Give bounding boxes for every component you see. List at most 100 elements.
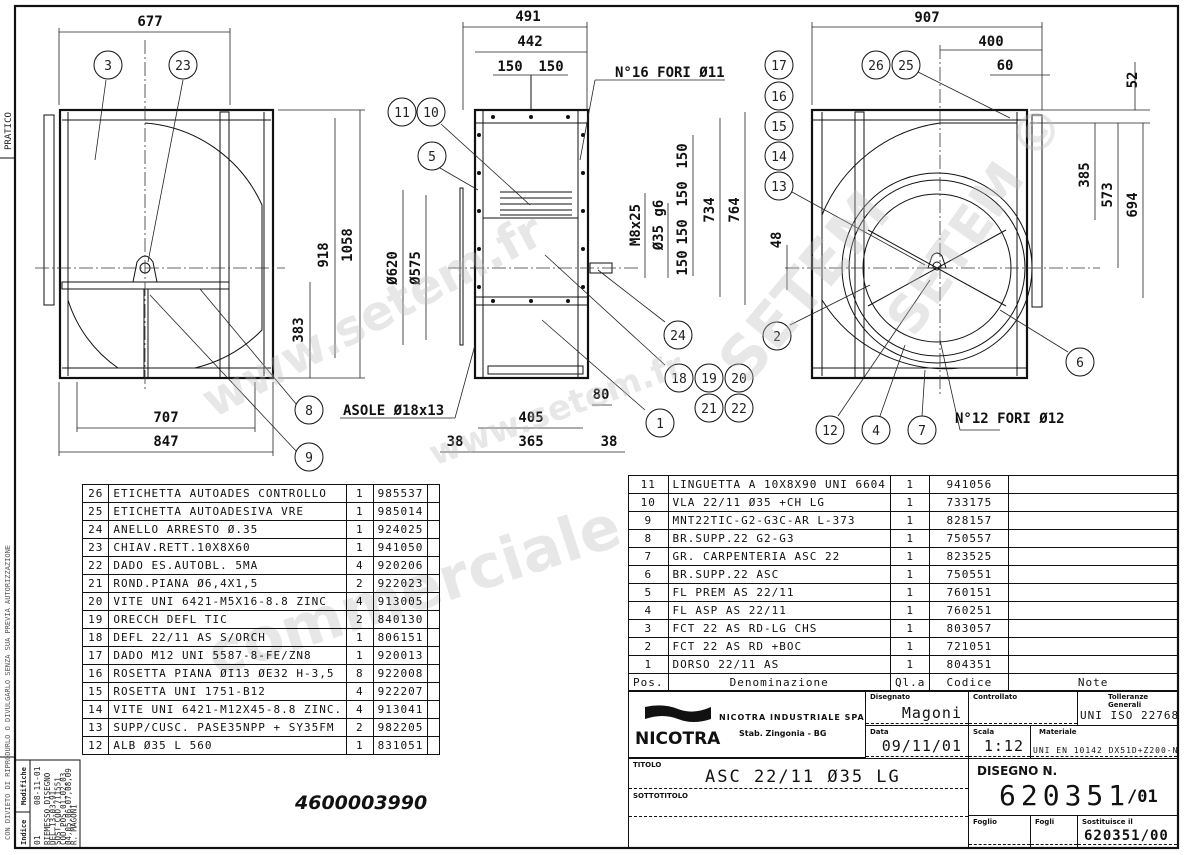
balloon-number: 23 xyxy=(175,59,191,74)
part-note xyxy=(427,556,440,575)
balloon-number: 9 xyxy=(305,451,313,466)
drawing-note: ASOLE Ø18x13 xyxy=(343,403,444,419)
part-quantity: 1 xyxy=(889,619,931,638)
dimension-label: 847 xyxy=(153,434,178,450)
revision-block: Indice Modifiche 01 08-11-01 RIEMESSO DI… xyxy=(14,759,81,849)
part-position: 18 xyxy=(81,628,110,647)
part-note xyxy=(1008,601,1178,620)
part-note xyxy=(1008,475,1178,494)
part-note xyxy=(427,700,440,719)
revision-note-line: SOST COD 711551 xyxy=(54,777,63,845)
part-position: 22 xyxy=(81,556,110,575)
part-position: 21 xyxy=(81,574,110,593)
balloon-number: 12 xyxy=(822,424,838,439)
tolerance: UNI ISO 22768/c xyxy=(1080,709,1178,722)
dimension-label: 150 xyxy=(497,59,522,75)
part-quantity: 4 xyxy=(346,556,374,575)
part-balloon: 1 xyxy=(645,408,675,438)
dimension-label: 365 xyxy=(518,434,543,450)
part-position: 19 xyxy=(81,610,110,629)
part-name: VITE UNI 6421-M5X16-8.8 ZINC xyxy=(108,592,348,611)
watermark-text: www.setem.fr xyxy=(193,202,553,429)
part-note xyxy=(1008,655,1178,674)
part-code: 828157 xyxy=(929,511,1010,530)
material: UNI EN 10142 DX51D+Z200-N-A-C-O xyxy=(1033,746,1178,755)
revision-date: 08-11-01 xyxy=(33,766,42,805)
part-note xyxy=(1008,529,1178,548)
part-name: ROND.PIANA Ø6,4X1,5 xyxy=(108,574,348,593)
part-code: 831051 xyxy=(372,736,429,755)
part-quantity: 2 xyxy=(346,718,374,737)
dimension-label: 918 xyxy=(316,242,332,267)
watermark-text: www.setem.fr xyxy=(424,345,689,474)
part-quantity: 4 xyxy=(346,700,374,719)
part-name: VLA 22/11 Ø35 +CH LG xyxy=(667,493,891,512)
part-name: ROSETTA UNI 1751-B12 xyxy=(108,682,348,701)
part-note xyxy=(1008,619,1178,638)
header-code: Codice xyxy=(929,673,1010,692)
part-position: 9 xyxy=(628,511,669,530)
header-note: Note xyxy=(1008,673,1178,692)
part-balloon: 12 xyxy=(815,415,845,445)
side-view-left xyxy=(35,28,365,456)
dimension-label: 60 xyxy=(997,58,1014,74)
dimension-label: 491 xyxy=(515,9,540,25)
part-quantity: 4 xyxy=(346,592,374,611)
part-quantity: 1 xyxy=(889,493,931,512)
checked-label: Controllato xyxy=(973,693,1018,701)
revision-note-line: R. MAGONI xyxy=(70,804,79,845)
balloon-number: 25 xyxy=(898,59,914,74)
revision-note-line: DEL 13-03-91 xyxy=(48,791,57,845)
part-note xyxy=(1008,637,1178,656)
part-position: 11 xyxy=(628,475,669,494)
part-note xyxy=(1008,583,1178,602)
dimension-label: 150 xyxy=(675,143,691,168)
part-name: VITE UNI 6421-M12X45-8.8 ZINC. xyxy=(108,700,348,719)
sheet-label: Foglio xyxy=(973,818,997,826)
part-name: ROSETTA PIANA ØI13 ØE32 H-3,5 xyxy=(108,664,348,683)
date-label: Data xyxy=(870,728,889,736)
drawn-by: Magoni xyxy=(901,704,962,722)
part-position: 16 xyxy=(81,664,110,683)
drawing-revision: /01 xyxy=(1127,787,1158,807)
part-position: 26 xyxy=(81,484,110,503)
date: 09/11/01 xyxy=(881,737,962,755)
balloon-number: 8 xyxy=(305,404,313,419)
part-position: 1 xyxy=(628,655,669,674)
part-quantity: 1 xyxy=(889,583,931,602)
drawing-note: N°12 FORI Ø12 xyxy=(955,411,1065,427)
revision-note-line: RIEMESSO DISEGNO xyxy=(43,772,52,845)
part-code: 920206 xyxy=(372,556,429,575)
part-balloon: 2 xyxy=(762,321,792,351)
dimension-label: Ø620 xyxy=(385,251,401,286)
part-balloon: 26 xyxy=(861,50,891,80)
part-position: 20 xyxy=(81,592,110,611)
part-balloon: 3 xyxy=(93,50,123,80)
part-code: 985014 xyxy=(372,502,429,521)
part-name: FCT 22 AS RD +BOC xyxy=(667,637,891,656)
part-balloon: 23 xyxy=(168,50,198,80)
part-note xyxy=(427,484,440,503)
revision-index-label: Indice xyxy=(20,820,28,845)
drawing-number: 620351 xyxy=(999,779,1131,812)
part-position: 6 xyxy=(628,565,669,584)
dimension-label: Ø575 xyxy=(408,251,424,286)
part-name: DADO ES.AUTOBL. 5MA xyxy=(108,556,348,575)
part-code: 733175 xyxy=(929,493,1010,512)
part-quantity: 1 xyxy=(346,628,374,647)
balloon-number: 17 xyxy=(771,59,787,74)
dimension-label: 677 xyxy=(137,14,162,30)
part-balloon: 4 xyxy=(861,415,891,445)
dimension-label: 734 xyxy=(702,197,718,222)
part-name: FL PREM AS 22/11 xyxy=(667,583,891,602)
part-quantity: 1 xyxy=(889,601,931,620)
order-number: 4600003990 xyxy=(294,792,427,814)
